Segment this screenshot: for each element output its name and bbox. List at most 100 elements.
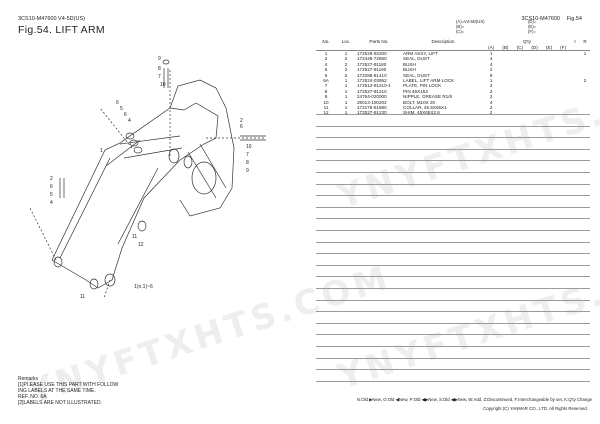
row-rule	[316, 253, 590, 255]
cell-loc: 2	[344, 61, 348, 67]
row-rule	[316, 334, 590, 336]
cell-part: 24764-020000	[357, 94, 387, 100]
cell-r: 2	[583, 78, 587, 84]
col-qty-f: (F)	[560, 44, 567, 50]
cell-qty: 2	[489, 83, 493, 89]
cell-loc: 1	[344, 88, 348, 94]
col-i: I	[574, 38, 576, 44]
remarks-line: [2]LABELS ARE NOT ILLUSTRATED.	[18, 400, 103, 406]
col-loc: Loc.	[341, 38, 351, 44]
callout-label: 7	[246, 152, 249, 158]
callout-label: 2	[240, 118, 243, 124]
callout-label: 9	[158, 56, 161, 62]
cell-qty: 4	[489, 56, 493, 62]
callout-label: 5	[50, 192, 53, 198]
cell-qty: 8	[489, 72, 493, 78]
callout-label: 11	[80, 294, 85, 298]
cell-part: 172288-81410	[357, 72, 387, 78]
callout-label: 6	[240, 124, 243, 130]
col-description: Description	[431, 38, 455, 44]
row-rule	[316, 241, 590, 243]
callout-label: 10	[246, 144, 252, 150]
callout-label: 6	[50, 184, 53, 190]
row-rule	[316, 195, 590, 197]
header-fig: Fig.54	[566, 16, 582, 22]
row-rule	[316, 369, 590, 371]
row-rule	[316, 322, 590, 324]
callout-label: 5	[120, 106, 123, 112]
row-rule	[316, 137, 590, 139]
row-rule	[316, 114, 590, 115]
legend-keys-right: (D)= (E)= (F)=	[528, 19, 536, 34]
cell-qty: 1	[489, 78, 493, 84]
remarks-line: [1]PLEASE USE THIS PART WITH FOLLOW	[18, 382, 119, 388]
cell-desc: SEAL, DUST	[403, 72, 430, 78]
cell-qty: 2	[489, 110, 493, 116]
callout-label: 11	[132, 234, 137, 240]
col-qty-a: (A)	[488, 44, 495, 50]
row-rule	[316, 288, 590, 289]
cell-part: 172527-91180	[357, 61, 387, 67]
cell-loc: 1	[344, 94, 348, 100]
diagram-note: 1(n.1)~6	[134, 284, 153, 290]
cell-qty: 2	[489, 94, 493, 100]
legend-keys-left: (A)=V4-5D(US) (B)= (C)=	[456, 19, 485, 34]
callout-label: 6	[124, 112, 127, 118]
cell-part: 172448-72660	[357, 56, 387, 62]
cell-no: 10	[323, 99, 329, 105]
cell-desc: PLATE, PIN LOCK	[403, 83, 442, 89]
cell-desc: BUSH	[403, 67, 416, 73]
callout-label: 2	[50, 176, 53, 182]
col-qty: Q'ty	[522, 38, 532, 44]
callout-label: 4	[128, 118, 131, 124]
row-rule	[316, 380, 590, 382]
cell-no: 8	[324, 88, 328, 94]
callout-label: 8	[246, 160, 249, 166]
cell-qty: 2	[489, 88, 493, 94]
col-qty-d: (D)	[531, 44, 538, 50]
cell-desc: BOLT, M10X 20	[403, 99, 436, 105]
cell-loc: 2	[344, 72, 348, 78]
row-rule	[316, 299, 590, 301]
cell-loc: 1	[344, 51, 348, 56]
cell-part: 172512-91210-1	[357, 83, 391, 89]
cell-qty: 4	[489, 99, 493, 105]
cell-no: 6A	[323, 78, 329, 84]
remarks-line: REF. NO. 6A	[18, 394, 47, 400]
cell-part: 172527-91230	[357, 110, 387, 116]
cell-desc: NIPPLE, GREASE R1/8	[403, 94, 453, 100]
callout-label: 12	[138, 242, 144, 248]
row-rule	[316, 148, 590, 150]
remarks-title: Remarks	[18, 376, 39, 382]
header-right-code: 3CS10-M47600	[521, 16, 560, 22]
footer-legend: N:Old ▶New, O:Old ◀New, P:Old ◀▶New, S:O…	[356, 397, 592, 402]
row-rule	[316, 125, 590, 127]
cell-part: 26013-100202	[357, 99, 387, 105]
lift-arm-diagram: 9 8 7 10 6 5 6 4 1 2 6 2 6 5 4 10 7 8 9 …	[29, 56, 266, 298]
cell-part: 172524-03952	[357, 78, 387, 84]
cell-desc: BUSH	[403, 61, 416, 67]
col-qty-b: (B)	[502, 44, 509, 50]
col-no: No.	[322, 38, 330, 44]
legend-key: (B)=	[456, 24, 465, 29]
row-rule	[316, 264, 590, 266]
cell-r: 1	[583, 51, 587, 56]
copyright: Copyright (C) YANMAR CO., LTD. All Right…	[483, 406, 588, 411]
cell-loc: 2	[344, 67, 348, 73]
row-rule	[316, 357, 590, 359]
cell-loc: 1	[344, 83, 348, 89]
cell-part: 172176-61880	[357, 105, 387, 111]
legend-key: (D)=	[528, 19, 537, 24]
page-title: Fig.54. LIFT ARM	[18, 24, 105, 36]
cell-part: 172527-91190	[357, 67, 387, 73]
